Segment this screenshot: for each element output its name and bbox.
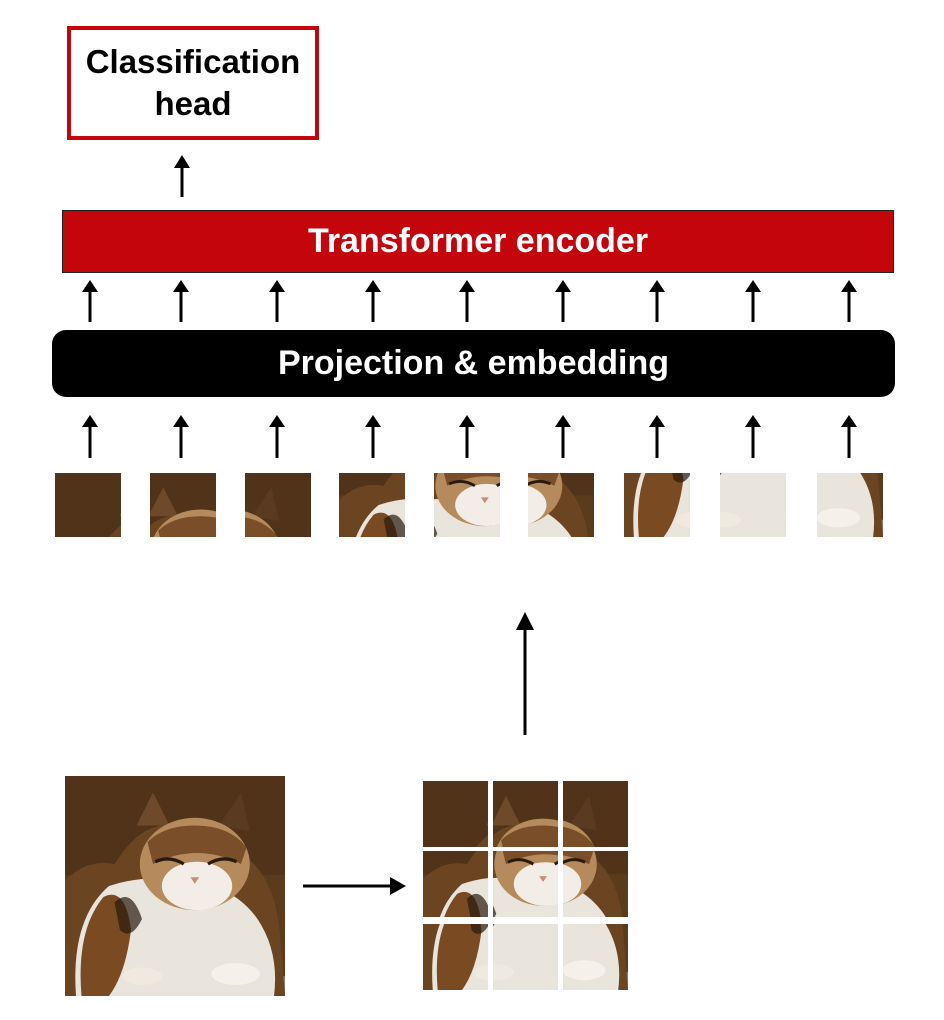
- transformer-encoder: Transformer encoder: [62, 210, 894, 273]
- arrow-to-encoder-head: [745, 280, 761, 292]
- arrow-to-projection-head: [459, 415, 475, 427]
- cat-patch-icon: [434, 473, 500, 537]
- sequence-patch: [528, 473, 594, 537]
- arrow-to-encoder-head: [459, 280, 475, 292]
- sequence-patch: [624, 473, 690, 537]
- arrow-to-projection-head: [269, 415, 285, 427]
- grid-patch: [423, 851, 488, 917]
- arrow-to-projection-head: [555, 415, 571, 427]
- arrow-to-encoder-head: [82, 280, 98, 292]
- grid-patch: [563, 851, 628, 917]
- cat-patch-icon: [493, 781, 558, 847]
- cat-patch-icon: [528, 473, 594, 537]
- arrow-to-projection-head: [173, 415, 189, 427]
- cat-photo-icon: [65, 776, 285, 996]
- cat-patch-icon: [493, 924, 558, 990]
- cat-patch-icon: [563, 781, 628, 847]
- grid-patch: [493, 781, 558, 847]
- arrow-to-encoder-head: [649, 280, 665, 292]
- sequence-patch: [817, 473, 883, 537]
- cat-patch-icon: [624, 473, 690, 537]
- classification-head-label: Classification head: [85, 43, 301, 122]
- grid-patch: [493, 851, 558, 917]
- arrow-to-projection-head: [365, 415, 381, 427]
- grid-patch: [423, 781, 488, 847]
- arrow-to-projection-head: [745, 415, 761, 427]
- arrow-to-projection-head: [841, 415, 857, 427]
- sequence-patch: [339, 473, 405, 537]
- cat-patch-icon: [423, 851, 488, 917]
- sequence-patch: [55, 473, 121, 537]
- grid-patch: [563, 781, 628, 847]
- input-image: [65, 776, 285, 996]
- sequence-patch: [150, 473, 216, 537]
- arrow-to-projection-head: [82, 415, 98, 427]
- arrow-to-projection-head: [649, 415, 665, 427]
- sequence-patch: [720, 473, 786, 537]
- grid-patch: [563, 924, 628, 990]
- cat-patch-icon: [563, 924, 628, 990]
- cat-patch-icon: [720, 473, 786, 537]
- arrow-to-encoder-head: [555, 280, 571, 292]
- arrow-to-encoder-head: [841, 280, 857, 292]
- cat-patch-icon: [423, 781, 488, 847]
- cat-patch-icon: [423, 924, 488, 990]
- arrow-to-encoder-head: [365, 280, 381, 292]
- sequence-patch: [434, 473, 500, 537]
- sequence-patch: [245, 473, 311, 537]
- cat-patch-icon: [339, 473, 405, 537]
- classification-head: Classification head: [67, 26, 319, 140]
- cat-patch-icon: [245, 473, 311, 537]
- grid-patch: [493, 924, 558, 990]
- cat-patch-icon: [493, 851, 558, 917]
- arrow-to-encoder-head: [269, 280, 285, 292]
- cat-patch-icon: [817, 473, 883, 537]
- transformer-encoder-label: Transformer encoder: [307, 222, 649, 260]
- cat-patch-icon: [150, 473, 216, 537]
- grid-patch: [423, 924, 488, 990]
- cat-patch-icon: [55, 473, 121, 537]
- arrow-to-encoder-head: [173, 280, 189, 292]
- projection-embedding-label: Projection & embedding: [277, 344, 670, 382]
- cat-patch-icon: [563, 851, 628, 917]
- projection-embedding: Projection & embedding: [52, 330, 895, 397]
